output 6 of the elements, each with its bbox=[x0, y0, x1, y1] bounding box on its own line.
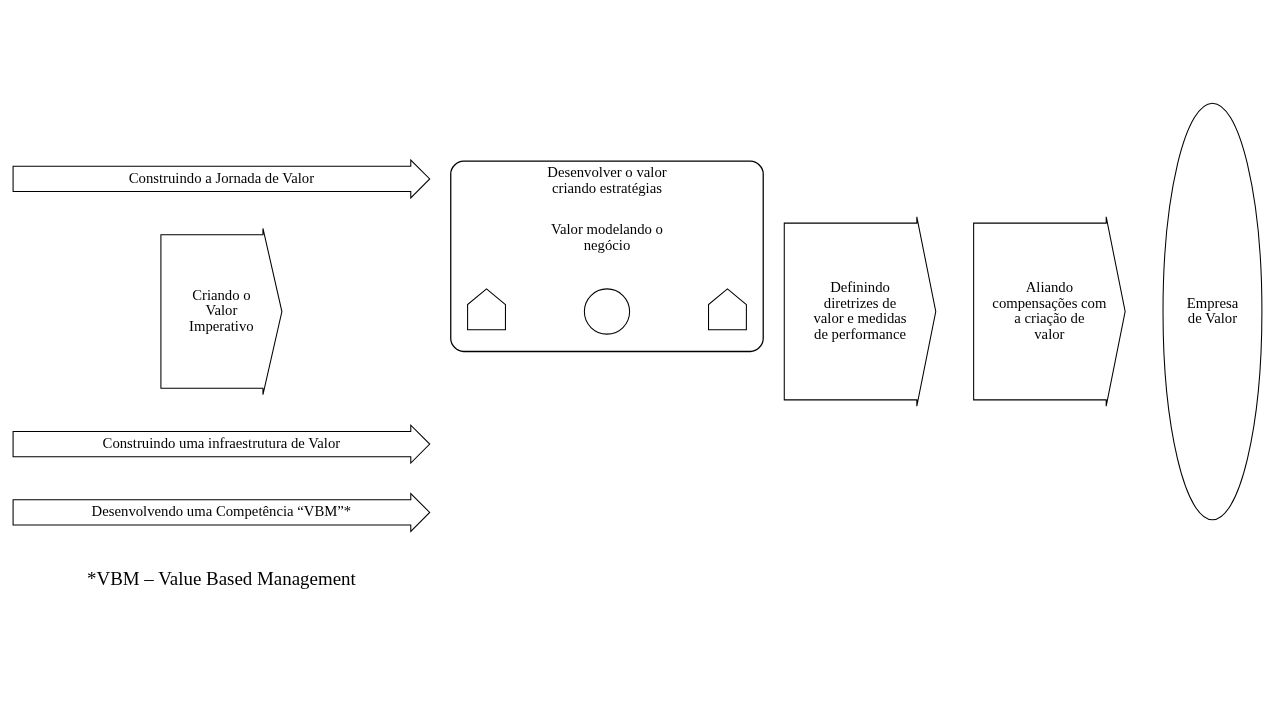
cluster: Desenvolver o valor criando estratégias Valor modelando o negócio bbox=[450, 159, 764, 352]
label: *VBM – Value Based Management bbox=[87, 567, 356, 589]
node-ellipse: Empresa de Valor bbox=[1162, 102, 1263, 520]
node-arrow bbox=[467, 287, 506, 330]
node-arrow bbox=[708, 287, 747, 330]
node-circle bbox=[583, 287, 631, 335]
